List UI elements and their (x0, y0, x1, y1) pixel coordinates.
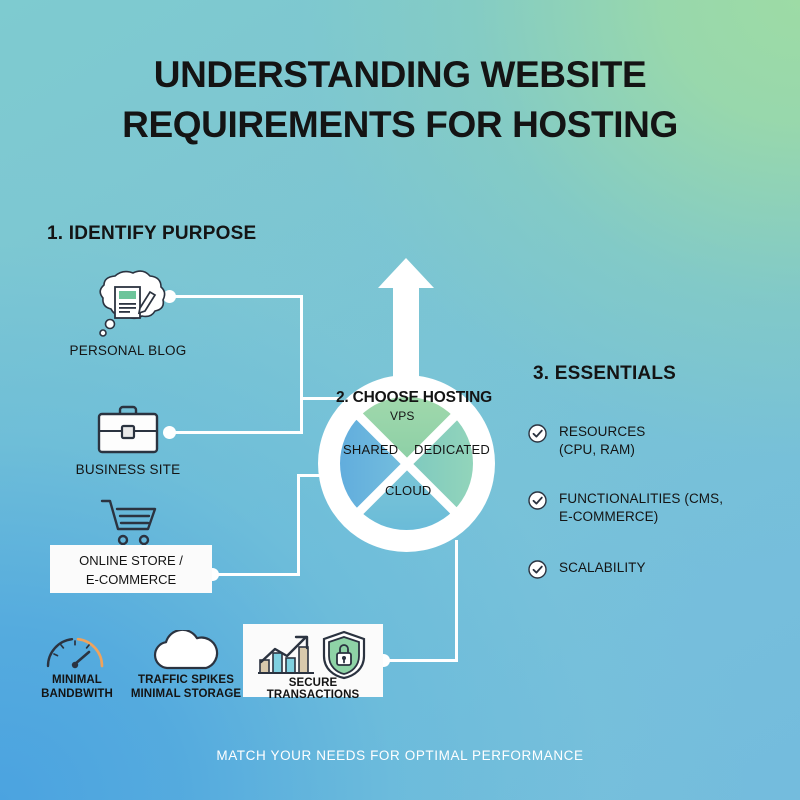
hosting-hub-diagram: VPS SHARED DEDICATED CLOUD (312, 369, 501, 558)
label-minimal-bandwidth: MINIMAL BANDBWITH (41, 674, 113, 700)
connector-store-to-hub (297, 474, 337, 477)
gauge-icon (44, 628, 106, 670)
section-heading-choose-hosting: 2. CHOOSE HOSTING (336, 389, 492, 406)
section-heading-identify-purpose: 1. IDENTIFY PURPOSE (47, 223, 257, 244)
footer-tagline: MATCH YOUR NEEDS FOR OPTIMAL PERFORMANCE (216, 748, 584, 763)
check-circle-icon (528, 560, 547, 579)
label-secure-transactions: SECURE TRANSACTIONS (266, 677, 360, 701)
shield-lock-icon (321, 630, 367, 680)
section-heading-essentials: 3. ESSENTIALS (533, 363, 677, 384)
essential-label: RESOURCES (CPU, RAM) (559, 424, 646, 457)
essential-label: FUNCTIONALITIES (CMS, E-COMMERCE) (559, 491, 724, 524)
hub-label-shared: SHARED (343, 442, 399, 457)
hub-label-vps: VPS (390, 409, 415, 423)
hub-label-dedicated: DEDICATED (414, 442, 490, 457)
bar-chart-growth-icon (254, 633, 316, 679)
shopping-cart-icon (100, 498, 164, 548)
hub-label-cloud: CLOUD (385, 483, 432, 498)
connector-blog-horizontal (171, 295, 303, 298)
label-online-store: ONLINE STORE / E-COMMERCE (79, 553, 183, 587)
label-traffic-spikes: TRAFFIC SPIKES MINIMAL STORAGE (130, 674, 242, 700)
check-circle-icon (528, 424, 547, 443)
essential-item-scalability[interactable]: SCALABILITY (528, 559, 646, 579)
connector-secure-vertical (455, 540, 458, 662)
connector-store-horizontal (212, 573, 300, 576)
connector-dot-blog (163, 290, 176, 303)
thought-bubble-blog-icon (88, 268, 168, 340)
essential-label: SCALABILITY (559, 560, 646, 575)
essential-item-resources[interactable]: RESOURCES (CPU, RAM) (528, 423, 645, 459)
connector-blog-vertical (300, 295, 303, 399)
essential-item-functionalities[interactable]: FUNCTIONALITIES (CMS, E-COMMERCE) (528, 490, 723, 526)
connector-business-vertical (300, 399, 303, 434)
briefcase-icon (96, 404, 160, 456)
connector-secure-horizontal (383, 659, 458, 662)
label-personal-blog: PERSONAL BLOG (69, 343, 187, 358)
connector-store-vertical (297, 474, 300, 576)
page-title: UNDERSTANDING WEBSITE REQUIREMENTS FOR H… (122, 54, 678, 145)
connector-dot-business (163, 426, 176, 439)
check-circle-icon (528, 491, 547, 510)
up-arrow-icon (378, 258, 434, 380)
cloud-icon (151, 628, 221, 670)
connector-purpose-to-hub (300, 397, 340, 400)
online-store-box[interactable] (50, 545, 212, 593)
connector-business-horizontal (171, 431, 303, 434)
label-business-site: BUSINESS SITE (75, 462, 181, 477)
